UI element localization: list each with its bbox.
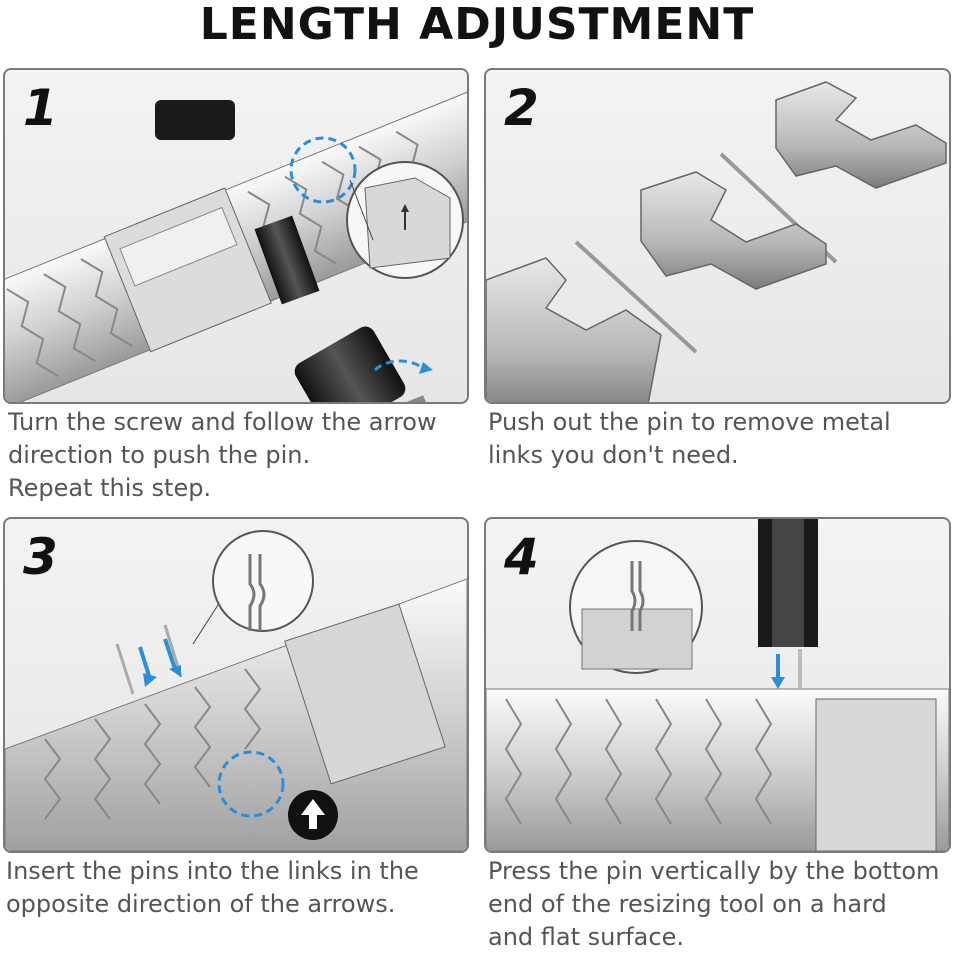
step-4-caption: Press the pin vertically by the bottom e…	[488, 855, 939, 954]
step-2-panel: 2	[484, 68, 951, 404]
caption-line: links you don't need.	[488, 441, 739, 469]
caption-line: direction to push the pin.	[8, 441, 311, 469]
caption-line: end of the resizing tool on a hard	[488, 890, 887, 918]
caption-line: and flat surface.	[488, 923, 684, 951]
caption-line: opposite direction of the arrows.	[6, 890, 396, 918]
page-title: LENGTH ADJUSTMENT	[199, 0, 755, 50]
step-2-caption: Push out the pin to remove metal links y…	[488, 406, 891, 472]
step-3-caption: Insert the pins into the links in the op…	[6, 855, 419, 921]
step-1-number: 1	[23, 79, 58, 137]
caption-line: Repeat this step.	[8, 474, 212, 502]
step-3-illustration	[5, 530, 467, 851]
caption-line: Push out the pin to remove metal	[488, 408, 891, 436]
caption-line: Turn the screw and follow the arrow	[8, 408, 437, 436]
step-4-number: 4	[504, 528, 539, 586]
caption-line: Insert the pins into the links in the	[6, 857, 419, 885]
caption-line: Press the pin vertically by the bottom	[488, 857, 940, 885]
step-2-number: 2	[504, 79, 539, 137]
step-3-panel: 3	[3, 517, 469, 853]
step-1-illustration	[5, 76, 467, 402]
step-2-illustration	[486, 81, 947, 402]
step-1-panel: 1	[3, 68, 469, 404]
step-1-caption: Turn the screw and follow the arrow dire…	[8, 406, 437, 505]
step-4-panel: 4	[484, 517, 951, 853]
step-4-illustration	[486, 519, 949, 851]
step-3-number: 3	[23, 528, 58, 586]
